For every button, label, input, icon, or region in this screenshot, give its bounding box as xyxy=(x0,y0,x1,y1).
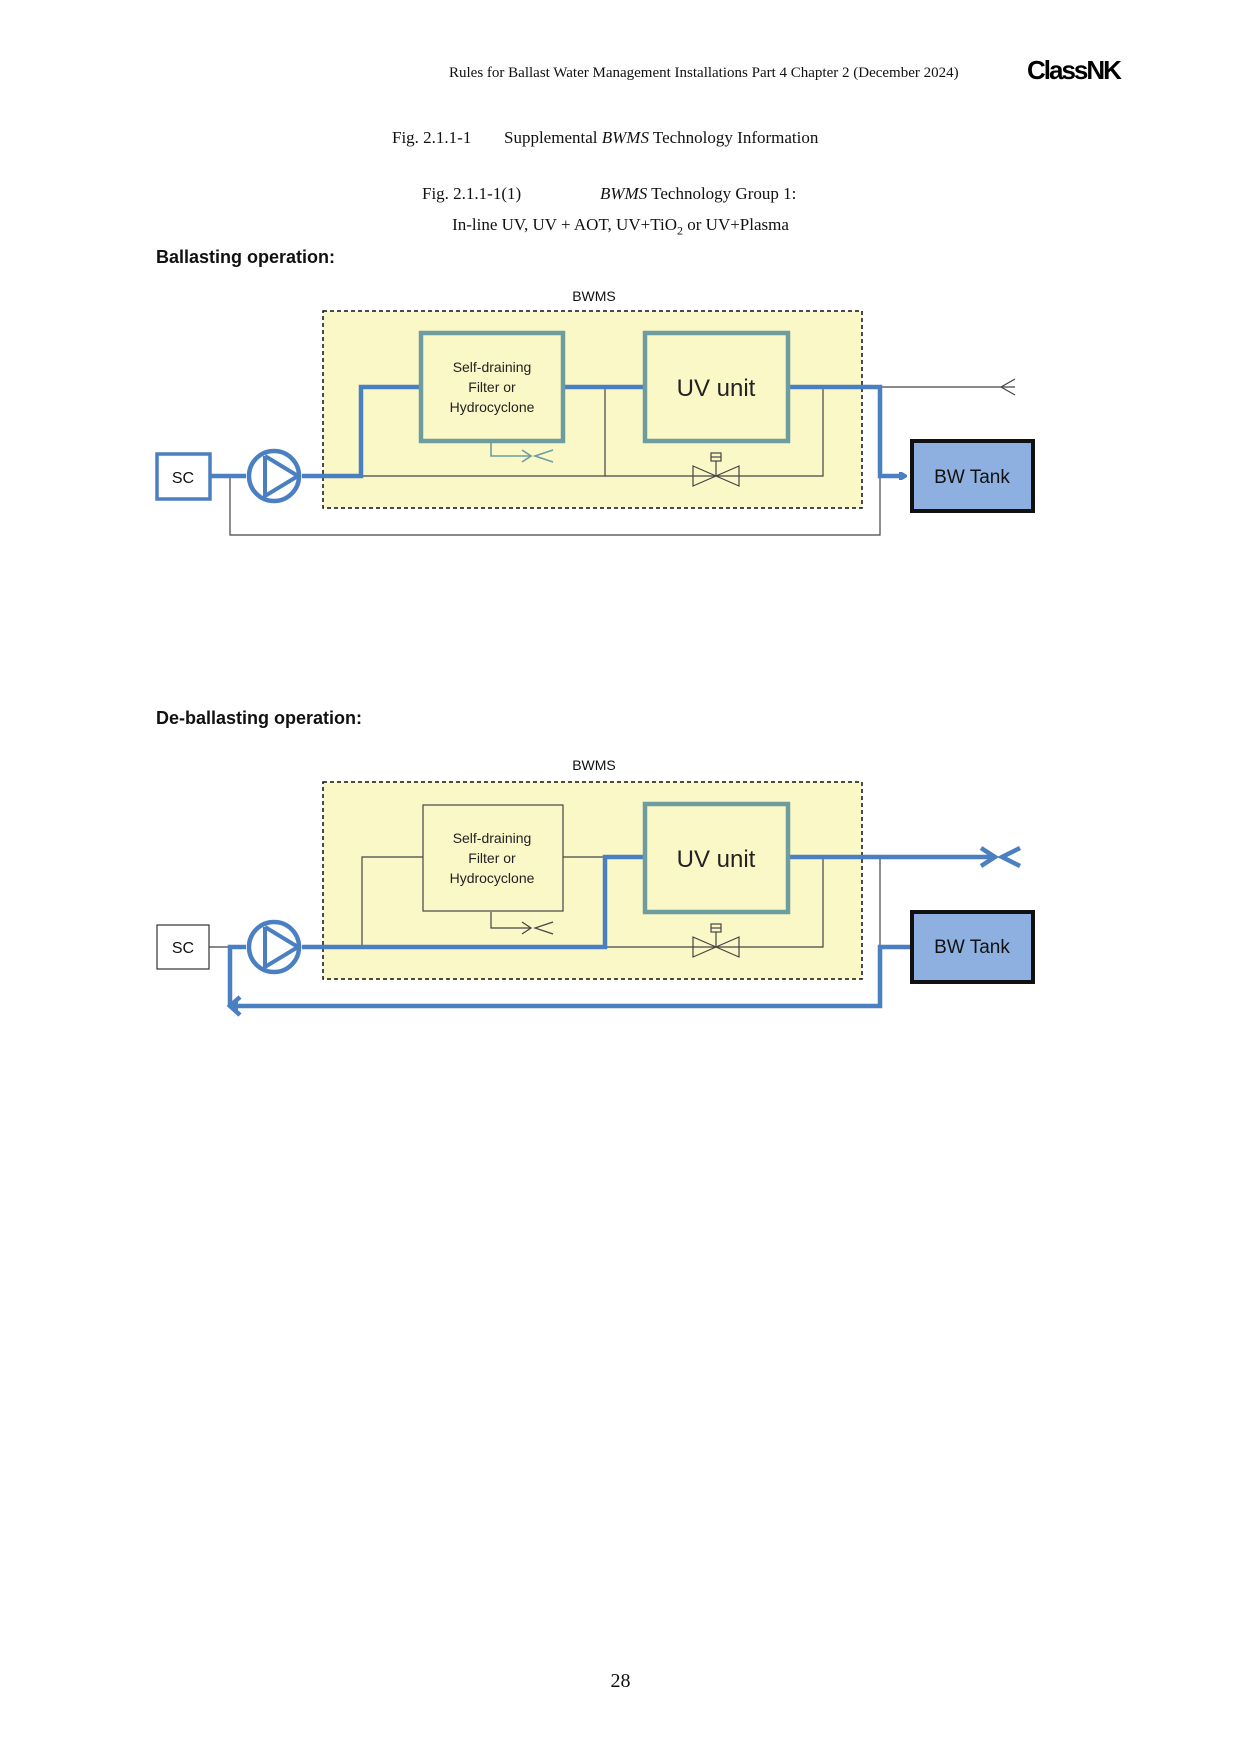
filter-label-line3: Hydrocyclone xyxy=(450,399,535,415)
sub-figure-italic: BWMS xyxy=(600,184,648,203)
tank-label: BW Tank xyxy=(934,467,1010,488)
filter-label-line2: Filter or xyxy=(468,379,516,395)
figure-number: Fig. 2.1.1-1 xyxy=(392,128,472,147)
deballasting-heading: De-ballasting operation: xyxy=(156,708,363,728)
pump-icon xyxy=(246,919,302,975)
ballast-water-tank xyxy=(910,910,1035,984)
bwms-label: BWMS xyxy=(572,757,616,773)
technologies-post: or UV+Plasma xyxy=(683,215,789,234)
ballast-water-tank xyxy=(910,439,1035,513)
main-flow-line xyxy=(211,384,905,476)
ballasting-diagram: BWMS xyxy=(155,288,1035,536)
bypass-valve-icon xyxy=(692,452,740,487)
self-draining-filter xyxy=(418,330,566,444)
filter-label-line1: Self-draining xyxy=(453,359,532,375)
figure-title-italic: BWMS xyxy=(601,128,649,147)
classnk-logo: ClassNK xyxy=(1027,55,1122,85)
main-flow-line xyxy=(227,845,1022,1006)
sub-figure-title: Fig. 2.1.1-1(1) BWMS Technology Group 1: xyxy=(422,184,796,204)
sea-chest-label: SC xyxy=(172,940,194,957)
sub-figure-title-post: Technology Group 1: xyxy=(647,184,797,203)
filter-label-line2: Filter or xyxy=(468,850,516,866)
sea-chest xyxy=(156,924,210,970)
tank-label: BW Tank xyxy=(934,937,1010,958)
bypass-valve-icon xyxy=(692,923,740,958)
sea-chest xyxy=(155,452,212,501)
uv-unit-label: UV unit xyxy=(677,846,756,873)
uv-unit xyxy=(642,801,791,915)
filter-label-line1: Self-draining xyxy=(453,830,532,846)
filter-label-line3: Hydrocyclone xyxy=(450,870,535,886)
sea-chest-label: SC xyxy=(172,470,194,487)
technologies-pre: In-line UV, UV + AOT, UV+TiO xyxy=(452,215,677,234)
filter-drain-icon xyxy=(490,912,554,935)
return-arrowhead xyxy=(226,995,242,1017)
figure-title-pre: Supplemental xyxy=(504,128,602,147)
sub-figure-number: Fig. 2.1.1-1(1) xyxy=(422,184,522,203)
figure-title: Fig. 2.1.1-1 Supplemental BWMS Technology… xyxy=(392,128,818,148)
filter-drain-icon xyxy=(490,441,554,463)
self-draining-filter xyxy=(422,804,564,912)
sub-figure-technologies: In-line UV, UV + AOT, UV+TiO2 or UV+Plas… xyxy=(0,215,1241,238)
figure-title-post: Technology Information xyxy=(648,128,819,147)
ballasting-heading: Ballasting operation: xyxy=(156,247,336,267)
page-number: 28 xyxy=(610,1670,631,1692)
pump-icon xyxy=(246,448,302,504)
uv-unit-label: UV unit xyxy=(677,375,756,402)
bwms-label: BWMS xyxy=(572,288,616,304)
deballasting-diagram: BWMS xyxy=(156,757,1035,1017)
running-header: Rules for Ballast Water Management Insta… xyxy=(449,65,959,81)
uv-unit xyxy=(642,330,791,444)
bypass-lines xyxy=(229,378,1016,536)
technologies-subscript: 2 xyxy=(677,223,683,238)
